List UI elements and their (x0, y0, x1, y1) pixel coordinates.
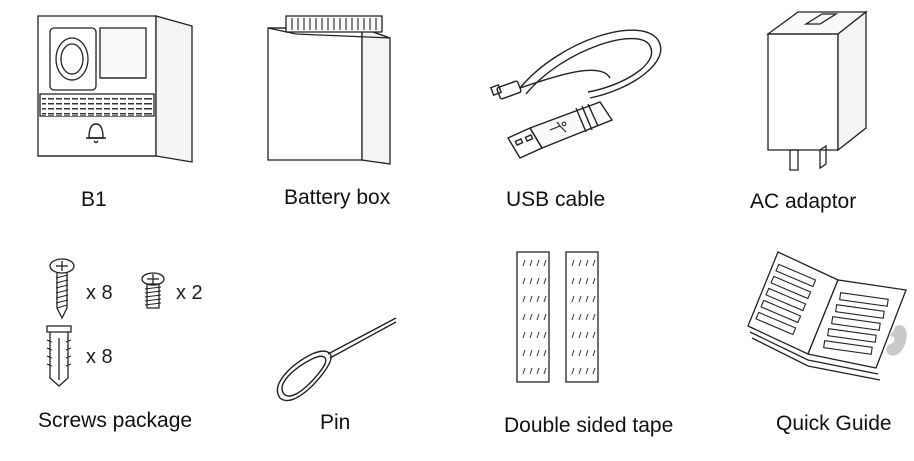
wall-anchor-icon (44, 324, 74, 388)
label-screws-package: Screws package (38, 409, 193, 432)
label-pin: Pin (320, 411, 351, 434)
doorbell-b1-illustration (36, 14, 196, 164)
screw-quantity: x 8 (86, 282, 113, 304)
quick-guide-booklet-illustration (746, 250, 910, 390)
double-sided-tape-illustration (514, 250, 602, 386)
screw-long-icon (48, 258, 76, 320)
label-ac-adaptor: AC adaptor (750, 190, 857, 213)
screw-short-icon (140, 272, 166, 312)
bolt-quantity: x 2 (176, 282, 203, 304)
battery-box-illustration (266, 14, 396, 166)
sim-pin-illustration (272, 314, 400, 410)
usb-cable-illustration (490, 20, 670, 160)
label-double-sided-tape: Double sided tape (504, 414, 674, 437)
label-b1: B1 (81, 188, 107, 211)
anchor-quantity: x 8 (86, 346, 113, 368)
label-quick-guide: Quick Guide (776, 412, 892, 435)
label-usb-cable: USB cable (506, 188, 606, 211)
label-battery-box: Battery box (284, 186, 391, 209)
ac-adaptor-illustration (764, 10, 870, 178)
